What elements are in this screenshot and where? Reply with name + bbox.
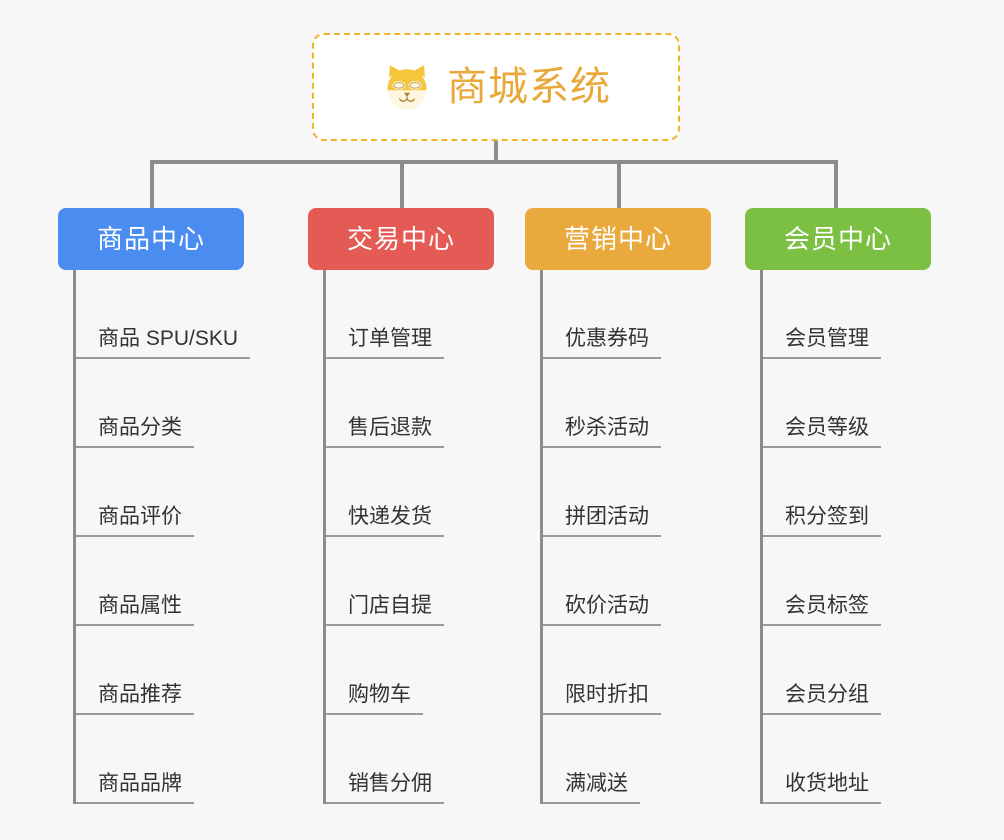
leaf-label: 限时折扣 (543, 684, 661, 715)
leaf-list-member: 会员管理 会员等级 积分签到 会员标签 会员分组 收货地址 (760, 270, 931, 804)
category-label: 会员中心 (783, 224, 892, 254)
leaf-label: 订单管理 (326, 328, 444, 359)
list-item[interactable]: 快递发货 (326, 448, 494, 537)
leaf-label: 销售分佣 (326, 773, 444, 804)
list-item[interactable]: 商品品牌 (76, 715, 244, 804)
leaf-label: 商品推荐 (76, 684, 194, 715)
leaf-label: 收货地址 (763, 773, 881, 804)
list-item[interactable]: 会员等级 (763, 359, 931, 448)
list-item[interactable]: 商品分类 (76, 359, 244, 448)
root-title: 商城系统 (447, 65, 611, 109)
leaf-label: 门店自提 (326, 595, 444, 626)
list-item[interactable]: 优惠券码 (543, 270, 711, 359)
category-label: 商品中心 (96, 224, 205, 254)
leaf-label: 商品品牌 (76, 773, 194, 804)
connector-horizontal-bar (150, 160, 838, 164)
category-column-marketing: 营销中心 优惠券码 秒杀活动 拼团活动 砍价活动 限时折扣 满减送 (525, 208, 711, 804)
leaf-list-marketing: 优惠券码 秒杀活动 拼团活动 砍价活动 限时折扣 满减送 (540, 270, 711, 804)
category-column-trade: 交易中心 订单管理 售后退款 快递发货 门店自提 购物车 销售分佣 (308, 208, 494, 804)
leaf-label: 会员标签 (763, 595, 881, 626)
leaf-label: 商品分类 (76, 417, 194, 448)
list-item[interactable]: 拼团活动 (543, 448, 711, 537)
list-item[interactable]: 售后退款 (326, 359, 494, 448)
category-label: 交易中心 (346, 224, 455, 254)
category-label: 营销中心 (563, 224, 672, 254)
leaf-list-trade: 订单管理 售后退款 快递发货 门店自提 购物车 销售分佣 (323, 270, 494, 804)
list-item[interactable]: 商品推荐 (76, 626, 244, 715)
shiba-dog-face-icon (387, 65, 427, 110)
category-column-product: 商品中心 商品 SPU/SKU 商品分类 商品评价 商品属性 商品推荐 商品品牌 (58, 208, 251, 804)
leaf-label: 会员管理 (763, 328, 881, 359)
category-header-product[interactable]: 商品中心 (58, 208, 244, 270)
list-item[interactable]: 砍价活动 (543, 537, 711, 626)
leaf-label: 会员分组 (763, 684, 881, 715)
list-item[interactable]: 销售分佣 (326, 715, 494, 804)
connector-drop-3 (617, 160, 621, 208)
category-header-member[interactable]: 会员中心 (745, 208, 931, 270)
connector-drop-1 (150, 160, 154, 208)
leaf-list-product: 商品 SPU/SKU 商品分类 商品评价 商品属性 商品推荐 商品品牌 (73, 270, 251, 804)
list-item[interactable]: 会员标签 (763, 537, 931, 626)
list-item[interactable]: 订单管理 (326, 270, 494, 359)
list-item[interactable]: 积分签到 (763, 448, 931, 537)
list-item[interactable]: 收货地址 (763, 715, 931, 804)
category-header-marketing[interactable]: 营销中心 (525, 208, 711, 270)
list-item[interactable]: 商品 SPU/SKU (76, 270, 251, 359)
category-column-member: 会员中心 会员管理 会员等级 积分签到 会员标签 会员分组 收货地址 (745, 208, 931, 804)
list-item[interactable]: 会员管理 (763, 270, 931, 359)
leaf-label: 售后退款 (326, 417, 444, 448)
leaf-label: 优惠券码 (543, 328, 661, 359)
list-item[interactable]: 门店自提 (326, 537, 494, 626)
list-item[interactable]: 商品属性 (76, 537, 244, 626)
leaf-label: 快递发货 (326, 506, 444, 537)
leaf-label: 会员等级 (763, 417, 881, 448)
connector-drop-4 (834, 160, 838, 208)
list-item[interactable]: 商品评价 (76, 448, 244, 537)
list-item[interactable]: 会员分组 (763, 626, 931, 715)
list-item[interactable]: 满减送 (543, 715, 711, 804)
list-item[interactable]: 限时折扣 (543, 626, 711, 715)
list-item[interactable]: 购物车 (326, 626, 494, 715)
connector-root-stem (494, 141, 498, 162)
leaf-label: 商品属性 (76, 595, 194, 626)
leaf-label: 积分签到 (763, 506, 881, 537)
list-item[interactable]: 秒杀活动 (543, 359, 711, 448)
connector-drop-2 (400, 160, 404, 208)
leaf-label: 商品 SPU/SKU (76, 328, 251, 359)
leaf-label: 秒杀活动 (543, 417, 661, 448)
category-header-trade[interactable]: 交易中心 (308, 208, 494, 270)
root-node-shopping-mall-system[interactable]: 商城系统 (312, 33, 680, 141)
leaf-label: 购物车 (326, 684, 423, 715)
leaf-label: 商品评价 (76, 506, 194, 537)
leaf-label: 满减送 (543, 773, 640, 804)
leaf-label: 拼团活动 (543, 506, 661, 537)
leaf-label: 砍价活动 (543, 595, 661, 626)
